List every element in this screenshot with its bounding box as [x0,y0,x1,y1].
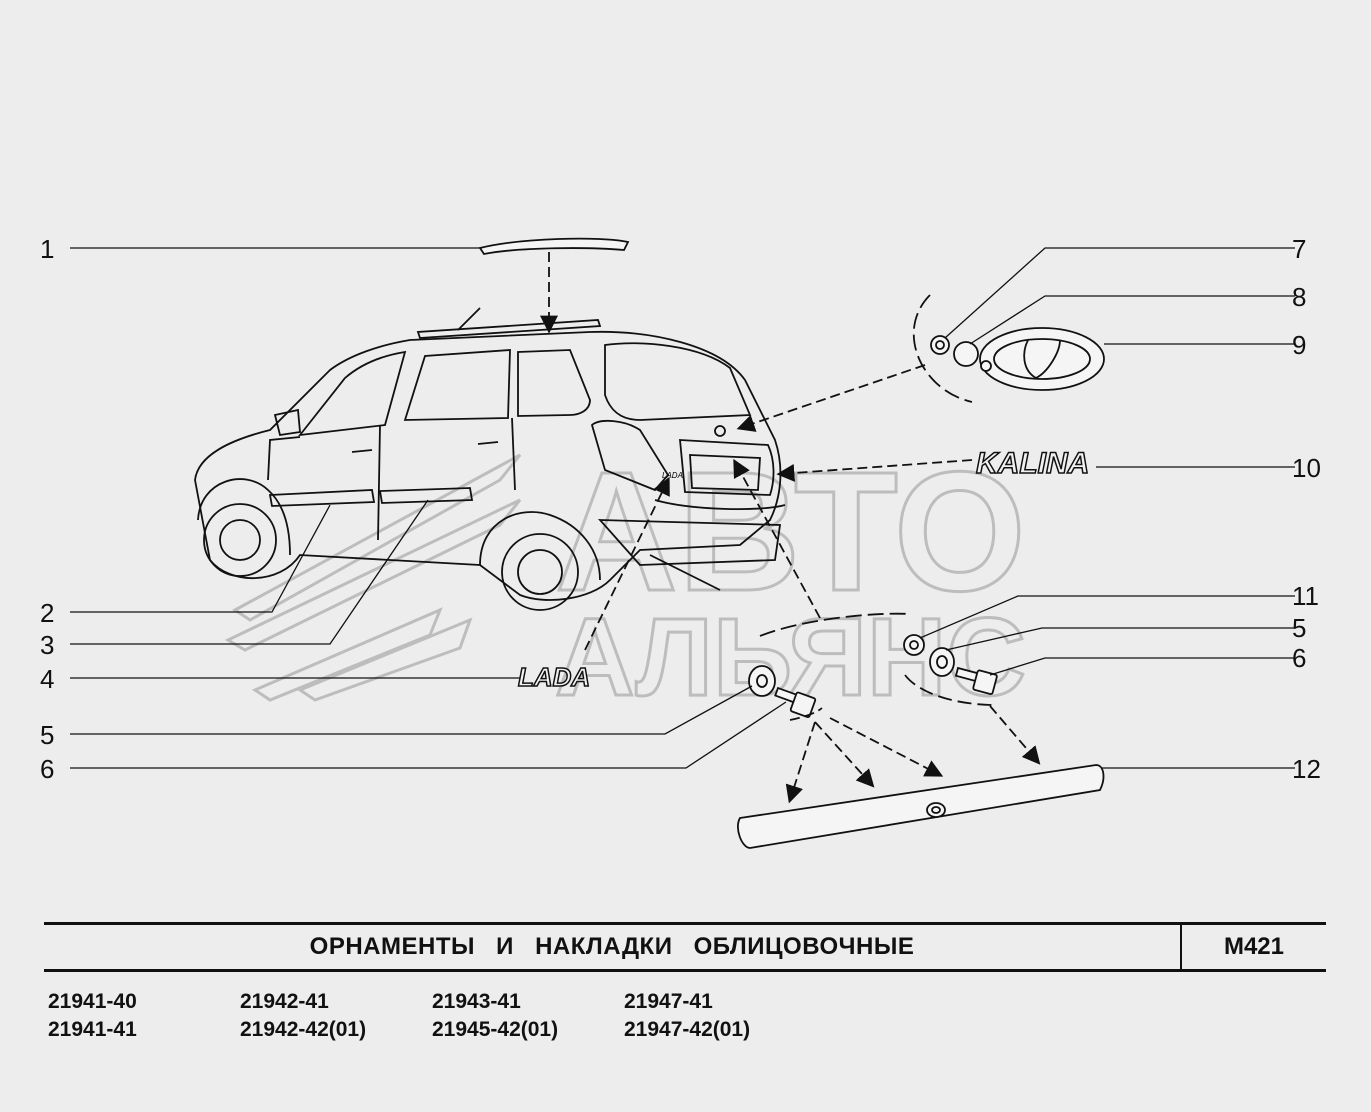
callout-5-left: 5 [40,720,55,750]
model-item: 21941-40 [48,990,137,1013]
callout-12: 12 [1292,754,1321,784]
callout-1: 1 [40,234,55,264]
svg-text:LADA: LADA [518,662,590,692]
assembly-arrows [540,252,1041,804]
callout-4: 4 [40,664,55,694]
section-code: M421 [1223,933,1285,960]
callout-6-right: 6 [1292,643,1307,673]
title-divider [1180,925,1182,969]
callout-2: 2 [40,598,55,628]
callout-10: 10 [1292,453,1321,483]
model-item: 21942-42(01) [240,1018,367,1041]
model-item: 21945-42(01) [432,1018,559,1041]
title-block: ОРНАМЕНТЫ И НАКЛАДКИ ОБЛИЦОВОЧНЫЕ M421 [44,922,1326,972]
left-fasteners [748,612,911,721]
right-fasteners [903,634,998,706]
emblem-assembly [912,294,1105,403]
callout-7: 7 [1292,234,1307,264]
plate-trim-part [737,764,1105,849]
kalina-badge-part: KALINA [975,446,1090,481]
model-item: 21943-41 [432,990,521,1013]
model-item: 21942-41 [240,990,329,1013]
model-item: 21947-41 [624,990,713,1013]
leader-lines [70,247,1295,769]
watermark-logo-stripes [224,453,522,702]
lada-badge-part: LADA [517,661,591,693]
model-item: 21947-42(01) [624,1018,751,1041]
callout-5-right: 5 [1292,613,1307,643]
svg-text:KALINA: KALINA [976,447,1089,480]
callout-11: 11 [1292,581,1319,611]
page-title: ОРНАМЕНТЫ И НАКЛАДКИ ОБЛИЦОВОЧНЫЕ [309,933,915,960]
model-list: 21941-40 21942-41 21943-41 21947-41 2194… [48,990,948,1042]
tailgate-badge-text: LADA [662,471,683,480]
model-item: 21941-41 [48,1018,137,1041]
callout-9: 9 [1292,330,1307,360]
roof-spoiler-part [478,237,630,255]
callout-8: 8 [1292,282,1307,312]
callout-3: 3 [40,630,55,660]
callout-6-left: 6 [40,754,55,784]
